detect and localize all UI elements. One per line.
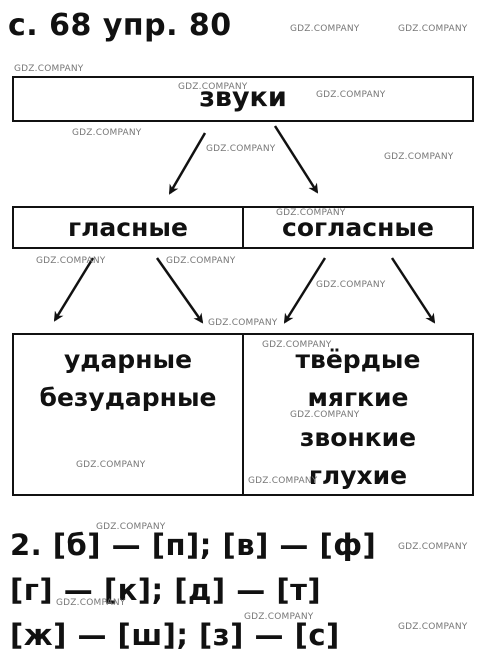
arrow-to-vowels — [168, 132, 207, 195]
arrow-consonants-left — [283, 257, 327, 324]
watermark: GDZ.COMPANY — [290, 24, 360, 34]
label-consonants: согласные — [282, 213, 434, 242]
consonant-item-voiceless: глухие — [308, 461, 408, 490]
watermark: GDZ.COMPANY — [262, 340, 332, 350]
watermark: GDZ.COMPANY — [398, 622, 468, 632]
label-root: звуки — [199, 82, 287, 113]
box-consonants: согласные — [242, 206, 474, 249]
watermark: GDZ.COMPANY — [398, 542, 468, 552]
watermark: GDZ.COMPANY — [208, 318, 278, 328]
exercise-header: с. 68 упр. 80 — [8, 8, 232, 43]
box-root: звуки — [12, 76, 474, 122]
watermark: GDZ.COMPANY — [248, 476, 318, 486]
watermark: GDZ.COMPANY — [178, 82, 248, 92]
box-vowels: гласные — [12, 206, 244, 249]
vowel-item-stressed: ударные — [63, 345, 193, 374]
watermark: GDZ.COMPANY — [166, 256, 236, 266]
watermark: GDZ.COMPANY — [72, 128, 142, 138]
consonant-item-soft: мягкие — [307, 383, 409, 412]
watermark: GDZ.COMPANY — [96, 522, 166, 532]
watermark: GDZ.COMPANY — [36, 256, 106, 266]
answer-line-2: [г] — [к]; [д] — [т] — [10, 573, 322, 607]
watermark: GDZ.COMPANY — [76, 460, 146, 470]
watermark: GDZ.COMPANY — [316, 280, 386, 290]
consonant-item-voiced: звонкие — [299, 423, 417, 452]
watermark: GDZ.COMPANY — [56, 598, 126, 608]
vowel-item-unstressed: безударные — [39, 383, 217, 412]
box-consonant-types: твёрдые мягкие звонкие глухие — [242, 333, 474, 496]
watermark: GDZ.COMPANY — [244, 612, 314, 622]
answer-line-3: [ж] — [ш]; [з] — [с] — [10, 618, 340, 652]
box-vowel-types: ударные безударные — [12, 333, 244, 496]
arrow-consonants-right — [390, 257, 436, 324]
arrow-vowels-right — [155, 257, 204, 324]
label-vowels: гласные — [68, 213, 188, 242]
watermark: GDZ.COMPANY — [384, 152, 454, 162]
arrow-vowels-left — [53, 257, 95, 322]
watermark: GDZ.COMPANY — [290, 410, 360, 420]
watermark: GDZ.COMPANY — [276, 208, 346, 218]
arrow-to-consonants — [273, 125, 319, 194]
watermark: GDZ.COMPANY — [14, 64, 84, 74]
watermark: GDZ.COMPANY — [398, 24, 468, 34]
watermark: GDZ.COMPANY — [206, 144, 276, 154]
consonant-item-hard: твёрдые — [295, 345, 421, 374]
watermark: GDZ.COMPANY — [316, 90, 386, 100]
answer-line-1: 2. [б] — [п]; [в] — [ф] — [10, 528, 377, 562]
